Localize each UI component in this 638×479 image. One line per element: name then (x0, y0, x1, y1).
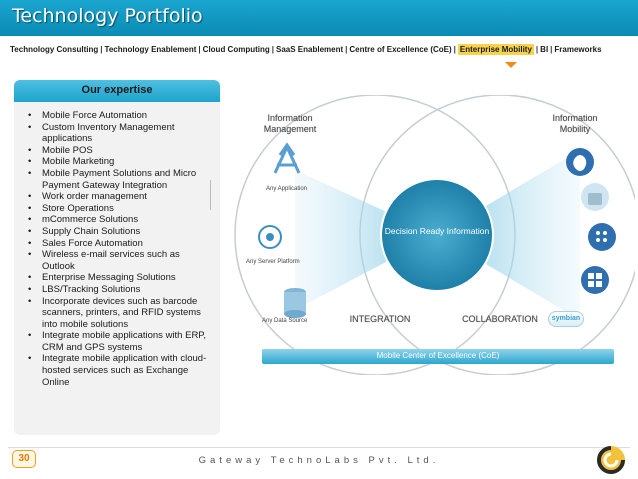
list-item: Mobile Payment Solutions and Micro Payme… (28, 168, 213, 191)
info-mobility-label: Information Mobility (552, 113, 598, 134)
app-store-icon (273, 142, 301, 174)
nav-bar: Technology Consulting|Technology Enablem… (0, 40, 638, 60)
nav-item-cloud-computing[interactable]: Cloud Computing (202, 45, 270, 54)
server-platform-icon (258, 225, 282, 249)
page-title: Technology Portfolio (12, 5, 203, 27)
nav-separator: | (198, 45, 201, 54)
nav-separator: | (345, 45, 348, 54)
blackberry-icon (588, 223, 616, 251)
nav-item-technology-enablement[interactable]: Technology Enablement (104, 45, 197, 54)
expertise-list: Mobile Force AutomationCustom Inventory … (28, 110, 213, 388)
decision-ready-label: Decision Ready Information (384, 226, 490, 236)
page-number: 30 (12, 450, 36, 468)
company-logo-icon (597, 446, 625, 474)
apple-icon (566, 148, 594, 176)
coe-bar-label: Mobile Center of Excellence (CoE) (376, 351, 500, 360)
android-icon (581, 183, 609, 211)
scroll-gutter (210, 180, 217, 210)
data-source-icon (284, 288, 306, 318)
list-item: Enterprise Messaging Solutions (28, 272, 213, 284)
title-bar: Technology Portfolio (0, 0, 638, 36)
collaboration-label: COLLABORATION (462, 314, 538, 324)
nav-item-saas-enablement[interactable]: SaaS Enablement (276, 45, 344, 54)
list-item: Incorporate devices such as barcode scan… (28, 296, 213, 331)
any-data-source-label: Any Data Source (262, 318, 308, 324)
nav-item-technology-consulting[interactable]: Technology Consulting (10, 45, 99, 54)
list-item: Mobile Marketing (28, 156, 213, 168)
expertise-header: Our expertise (14, 80, 220, 102)
list-item: Custom Inventory Management applications (28, 122, 213, 145)
decision-circle (380, 178, 494, 292)
list-item: LBS/Tracking Solutions (28, 284, 213, 296)
list-item: Integrate mobile applications with ERP, … (28, 330, 213, 353)
list-item: Work order management (28, 191, 213, 203)
list-item: Mobile Force Automation (28, 110, 213, 122)
any-application-label: Any Application (266, 186, 308, 192)
mobility-diagram (234, 95, 635, 375)
nav-item-frameworks[interactable]: Frameworks (554, 45, 602, 54)
nav-separator: | (453, 45, 456, 54)
integration-label: INTEGRATION (349, 314, 411, 324)
left-beam (295, 170, 437, 310)
coe-bar: Mobile Center of Excellence (CoE) (262, 349, 614, 364)
footer-divider (8, 447, 630, 448)
nav-separator: | (550, 45, 553, 54)
list-item: Integrate mobile application with cloud-… (28, 353, 213, 388)
nav-pointer-arrow (505, 62, 517, 68)
expertise-title: Our expertise (81, 84, 153, 96)
windows-icon (581, 266, 609, 294)
nav-item-centre-of-excellence-coe[interactable]: Centre of Excellence (CoE) (349, 45, 452, 54)
company-name: Gateway TechnoLabs Pvt. Ltd. (198, 455, 440, 466)
nav-row: Technology Consulting|Technology Enablem… (10, 44, 602, 55)
list-item: Store Operations (28, 203, 213, 215)
nav-separator: | (535, 45, 539, 54)
list-item: Wireless e-mail services such as Outlook (28, 249, 213, 272)
info-management-label: Information Management (263, 113, 317, 134)
symbian-badge: symbian (548, 311, 584, 327)
list-item: Supply Chain Solutions (28, 226, 213, 238)
nav-separator: | (271, 45, 275, 54)
list-item: Mobile POS (28, 145, 213, 157)
right-beam (437, 150, 580, 320)
list-item: Sales Force Automation (28, 238, 213, 250)
nav-separator: | (100, 45, 103, 54)
list-item: mCommerce Solutions (28, 214, 213, 226)
any-server-platform-label: Any Server Platform (246, 259, 300, 265)
nav-item-enterprise-mobility[interactable]: Enterprise Mobility (457, 44, 534, 55)
nav-item-bi[interactable]: BI (540, 45, 549, 54)
